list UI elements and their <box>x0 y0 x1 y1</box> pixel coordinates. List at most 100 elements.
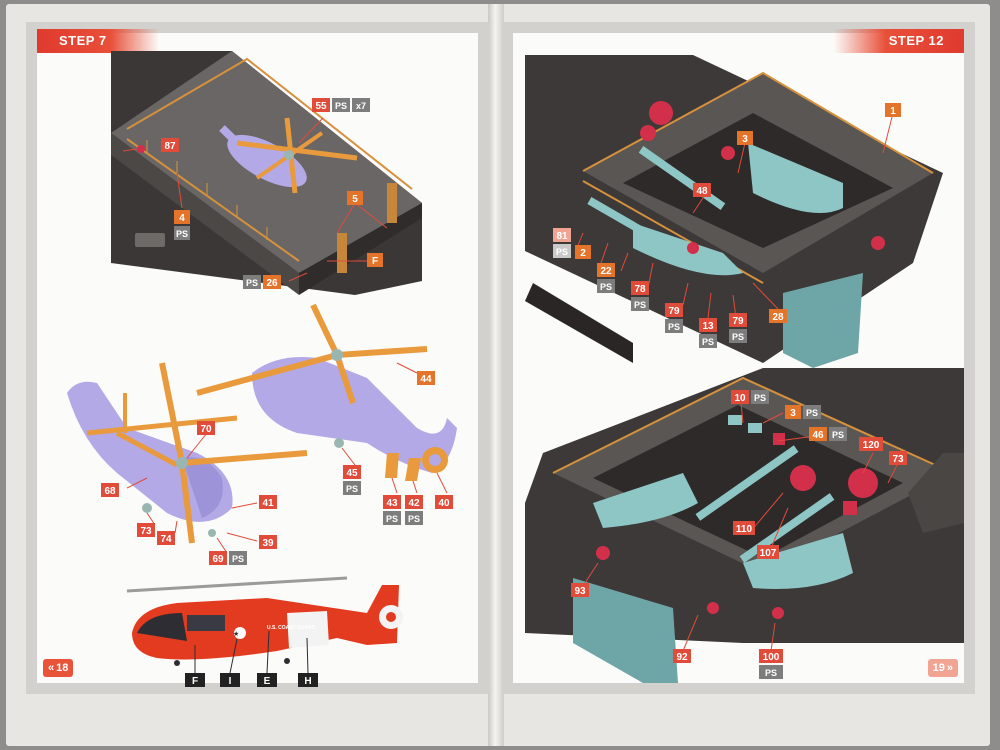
callout-41: 41 <box>259 495 277 509</box>
callout-44: 44 <box>417 371 435 385</box>
svg-text:PS: PS <box>754 393 766 403</box>
svg-text:26: 26 <box>266 278 278 289</box>
callout-2: 2 <box>575 245 591 259</box>
svg-text:120: 120 <box>863 440 880 451</box>
svg-text:I: I <box>229 676 232 687</box>
svg-text:92: 92 <box>676 652 688 663</box>
svg-text:PS: PS <box>668 322 680 332</box>
svg-text:PS: PS <box>346 484 358 494</box>
svg-text:PS: PS <box>806 408 818 418</box>
page-number-right: 19» <box>927 659 958 677</box>
svg-text:F: F <box>192 676 198 687</box>
callout-10-ps: PS <box>751 390 769 404</box>
helicopter-right-view <box>196 303 457 494</box>
svg-text:55: 55 <box>315 101 327 112</box>
callout-93: 93 <box>571 583 589 597</box>
svg-text:PS: PS <box>386 514 398 524</box>
callout-70: 70 <box>197 421 215 435</box>
svg-text:PS: PS <box>176 229 188 239</box>
svg-text:PS: PS <box>702 337 714 347</box>
svg-text:39: 39 <box>262 538 274 549</box>
callout-10: 10 <box>731 390 749 404</box>
svg-text:28: 28 <box>772 312 784 323</box>
decal-F: F <box>185 673 205 687</box>
callout-81: 81 <box>553 228 571 242</box>
callout-22-ps: PS <box>597 279 615 293</box>
callout-42-ps: PS <box>405 511 423 525</box>
callout-78: 78 <box>631 281 649 295</box>
deck-helicopter <box>219 117 358 194</box>
svg-text:69: 69 <box>212 554 224 565</box>
svg-text:PS: PS <box>232 554 244 564</box>
svg-text:43: 43 <box>386 498 398 509</box>
svg-text:73: 73 <box>140 526 152 537</box>
svg-text:44: 44 <box>420 374 432 385</box>
svg-text:PS: PS <box>765 668 777 678</box>
callout-F: F <box>367 253 383 267</box>
svg-text:45: 45 <box>346 468 358 479</box>
callout-100: 100 <box>759 649 783 663</box>
callout-26-ps: PS <box>243 275 261 289</box>
callout-28: 28 <box>769 309 787 323</box>
callout-4: 4 <box>174 210 190 224</box>
callout-5: 5 <box>347 191 363 205</box>
step-banner-left: STEP 7 <box>37 29 159 53</box>
star-emblem: ★ <box>233 630 239 638</box>
svg-text:E: E <box>264 676 271 687</box>
callout-46: 46 <box>809 427 827 441</box>
callout-69: 69 <box>209 551 227 565</box>
callout-45: 45 <box>343 465 361 479</box>
callout-68: 68 <box>101 483 119 497</box>
svg-text:70: 70 <box>200 424 212 435</box>
svg-text:46: 46 <box>812 430 824 441</box>
callout-22: 22 <box>597 263 615 277</box>
callout-4-ps: PS <box>174 226 190 240</box>
callout-1: 1 <box>885 103 901 117</box>
decal-H: H <box>298 673 318 687</box>
callout-26: 26 <box>263 275 281 289</box>
callout-73-right: 73 <box>889 451 907 465</box>
svg-text:107: 107 <box>760 548 777 559</box>
page-number-right-value: 19 <box>932 662 945 674</box>
svg-text:81: 81 <box>556 231 568 242</box>
svg-text:79: 79 <box>732 316 744 327</box>
callout-43-ps: PS <box>383 511 401 525</box>
helicopter-left-view <box>67 362 308 554</box>
svg-text:110: 110 <box>736 524 753 535</box>
svg-text:41: 41 <box>262 498 274 509</box>
callout-78-ps: PS <box>631 297 649 311</box>
instruction-booklet: STEP 7 <box>6 4 990 746</box>
left-page: STEP 7 <box>26 22 489 694</box>
svg-text:PS: PS <box>246 278 258 288</box>
next-page-arrow-icon: » <box>946 662 953 674</box>
upper-hull-section <box>525 55 943 368</box>
callout-79b-ps: PS <box>729 329 747 343</box>
svg-text:3: 3 <box>790 408 796 419</box>
svg-text:PS: PS <box>335 101 347 111</box>
svg-text:87: 87 <box>164 141 176 152</box>
svg-text:PS: PS <box>634 300 646 310</box>
callout-43: 43 <box>383 495 401 509</box>
callout-87: 87 <box>161 138 179 152</box>
svg-text:PS: PS <box>556 247 568 257</box>
callout-100-ps: PS <box>759 665 783 679</box>
decal-E: E <box>257 673 277 687</box>
svg-text:PS: PS <box>408 514 420 524</box>
svg-text:10: 10 <box>734 393 746 404</box>
svg-text:PS: PS <box>732 332 744 342</box>
callout-45-ps: PS <box>343 481 361 495</box>
svg-text:3: 3 <box>742 134 748 145</box>
svg-text:2: 2 <box>580 248 586 259</box>
svg-text:PS: PS <box>832 430 844 440</box>
callout-92: 92 <box>673 649 691 663</box>
coast-guard-marking: U.S. COAST GUARD <box>267 625 316 631</box>
right-page: STEP 12 <box>502 22 975 694</box>
callout-79a: 79 <box>665 303 683 317</box>
svg-text:H: H <box>304 676 311 687</box>
callout-79b: 79 <box>729 313 747 327</box>
callout-81-ps: PS <box>553 244 571 258</box>
callout-13: 13 <box>699 318 717 332</box>
callout-55-qty: x7 <box>352 98 370 112</box>
step-banner-right: STEP 12 <box>834 29 964 53</box>
callout-46-ps: PS <box>829 427 847 441</box>
